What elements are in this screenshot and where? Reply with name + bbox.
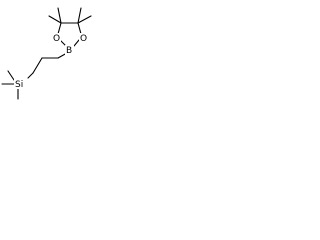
bond-c1-o-upper: [57, 22, 62, 35]
atom-mask-oxygen-upper: [52, 33, 61, 43]
atom-oxygen-lower: O: [80, 34, 87, 44]
bond-c-gamma-si: [27, 72, 34, 79]
bond-si-methyl-up: [7, 70, 15, 81]
bond-c1-methyl-a: [57, 7, 62, 24]
atom-silicon: Si: [15, 80, 23, 90]
bond-o-lower-b: [73, 39, 80, 47]
bond-c2-methyl-b: [77, 15, 92, 24]
bond-c1-methyl-b: [48, 15, 62, 24]
atom-mask-silicon: [14, 79, 28, 89]
bond-c-beta-c-gamma: [32, 57, 43, 74]
chemical-structure-diagram: B O O Si: [1, 7, 92, 100]
atom-mask-boron: [65, 45, 74, 55]
atom-boron: B: [66, 46, 72, 56]
atom-oxygen-upper: O: [53, 34, 60, 44]
bond-c2-methyl-a: [77, 7, 82, 24]
atom-mask-oxygen-lower: [79, 33, 88, 43]
bond-c2-o-lower: [77, 22, 82, 35]
